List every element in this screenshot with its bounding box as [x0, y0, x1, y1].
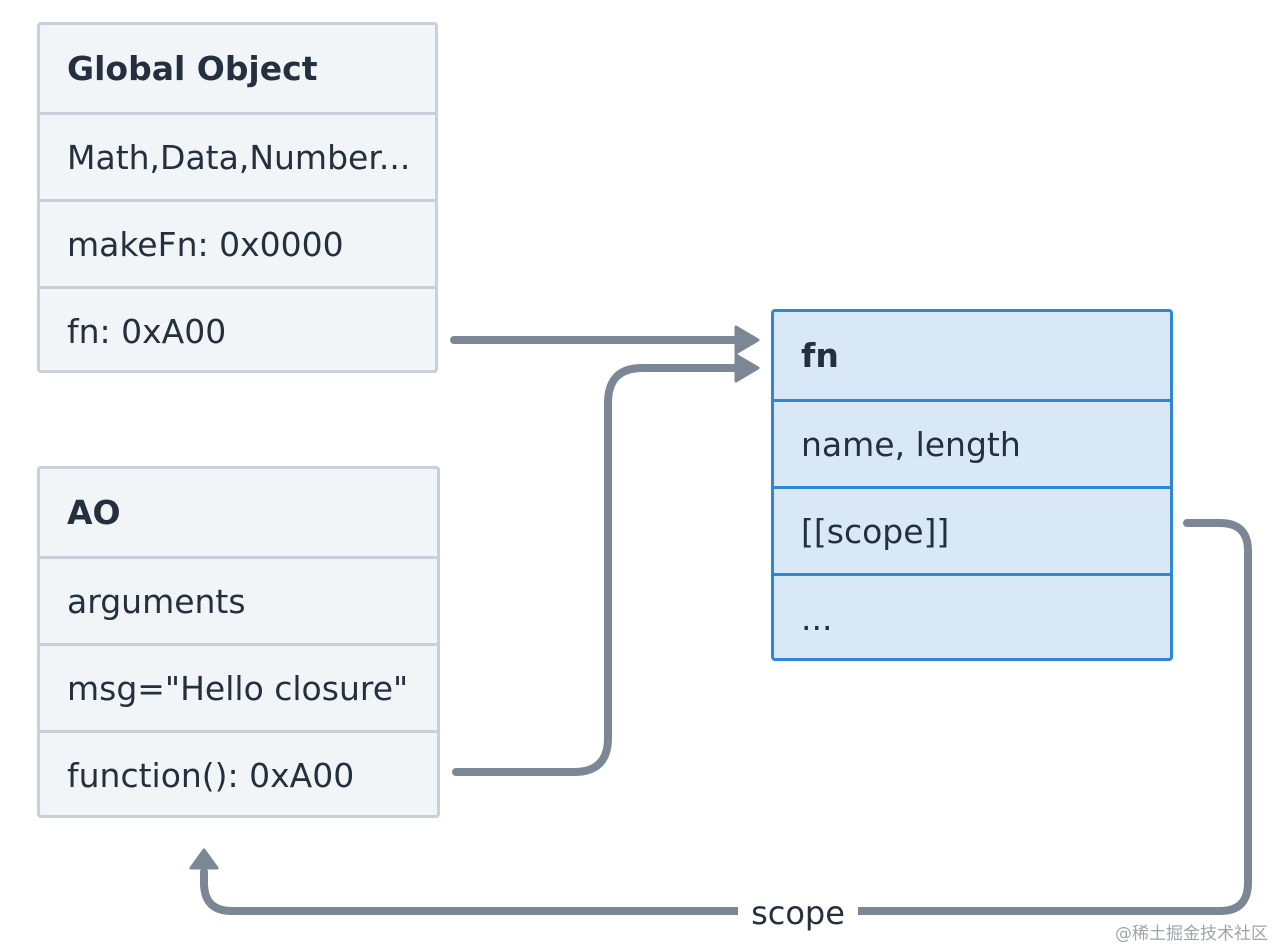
- fn-object-title: fn: [801, 336, 839, 375]
- arrow-scope-to-ao: [200, 519, 1252, 915]
- arrow-ao-function-to-fn: [452, 364, 742, 776]
- arrowhead-ao-function: [734, 353, 760, 383]
- global-object-makefn: makeFn: 0x0000: [40, 199, 435, 286]
- arrowhead-global-fn: [734, 325, 760, 355]
- ao-title: AO: [67, 493, 121, 532]
- global-object-builtins: Math,Data,Number...: [40, 112, 435, 199]
- ao-function: function(): 0xA00: [40, 730, 437, 815]
- watermark: @稀土掘金技术社区: [1115, 924, 1268, 944]
- fn-object-ellipsis: ...: [774, 573, 1170, 658]
- global-object-title: Global Object: [67, 49, 318, 88]
- fn-object-scope: [[scope]]: [774, 486, 1170, 573]
- arrowhead-scope: [189, 848, 219, 870]
- ao-arguments: arguments: [40, 556, 437, 643]
- global-object-box: Global Object Math,Data,Number... makeFn…: [37, 22, 438, 373]
- global-object-fn: fn: 0xA00: [40, 286, 435, 370]
- ao-box: AO arguments msg="Hello closure" functio…: [37, 466, 440, 818]
- ao-msg: msg="Hello closure": [40, 643, 437, 730]
- scope-label: scope: [738, 890, 858, 936]
- fn-object-name-length: name, length: [774, 399, 1170, 486]
- fn-object-box: fn name, length [[scope]] ...: [771, 309, 1173, 661]
